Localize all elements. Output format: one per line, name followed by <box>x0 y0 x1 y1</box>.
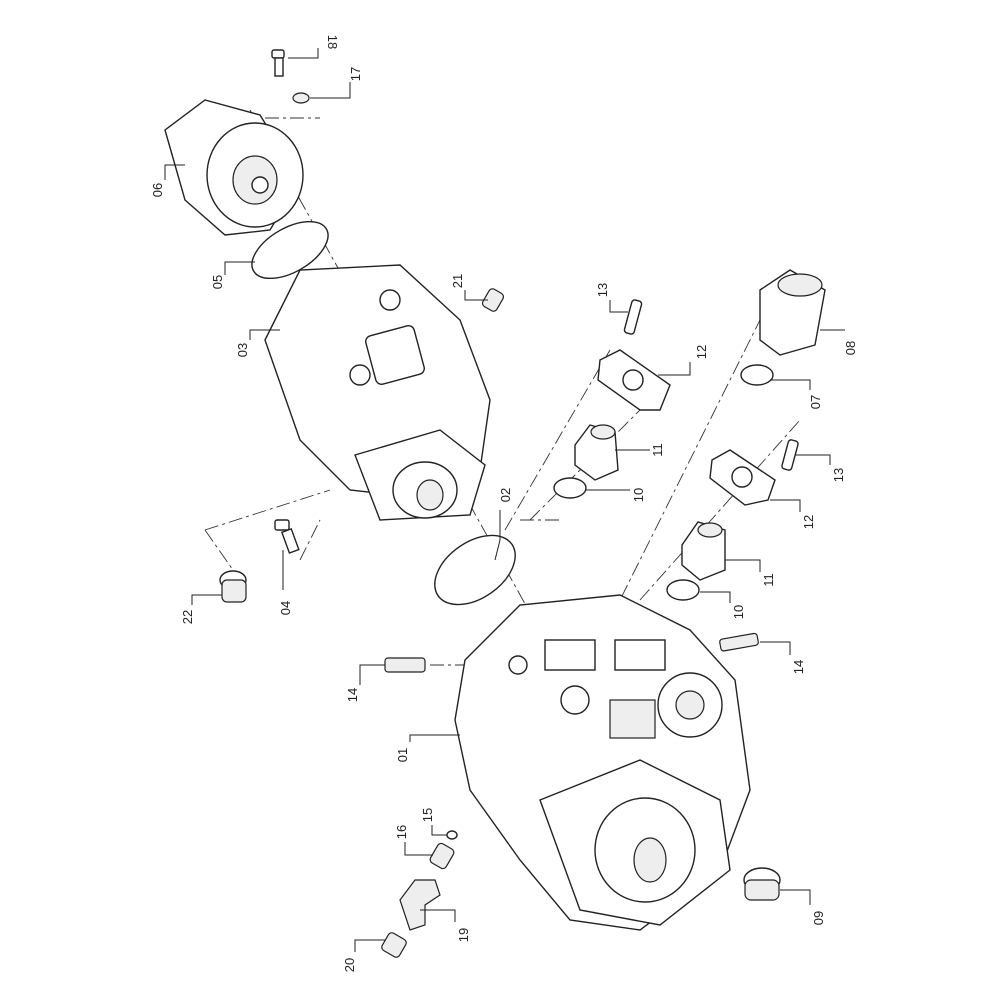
callout-14-left: 14 <box>345 688 360 702</box>
part-10-seal-upper[interactable] <box>553 477 587 499</box>
callout-17: 17 <box>348 67 363 81</box>
callout-14-right: 14 <box>791 660 806 674</box>
callout-13-upper: 13 <box>595 283 610 297</box>
callout-16: 16 <box>394 825 409 839</box>
part-05-o-ring[interactable] <box>243 210 338 290</box>
callout-02: 02 <box>498 488 513 502</box>
part-16-fitting[interactable] <box>429 842 456 870</box>
part-13-bolt-lower[interactable] <box>781 439 799 471</box>
callout-03: 03 <box>235 343 250 357</box>
part-12-flange-lower[interactable] <box>709 449 776 506</box>
part-10-seal-lower[interactable] <box>666 579 700 601</box>
part-04-bolt[interactable] <box>274 519 300 554</box>
callout-18: 18 <box>325 35 340 49</box>
callout-08: 08 <box>843 341 858 355</box>
part-15-seal-ring[interactable] <box>446 830 458 840</box>
callout-19: 19 <box>456 928 471 942</box>
callout-13-lower: 13 <box>831 468 846 482</box>
part-11-fitting-upper[interactable] <box>574 424 619 481</box>
callout-12-lower: 12 <box>801 515 816 529</box>
callout-11-upper: 11 <box>650 443 665 457</box>
part-09-plug[interactable] <box>743 867 781 901</box>
callout-09: 09 <box>811 911 826 925</box>
callout-21: 21 <box>450 274 465 288</box>
callout-labels: 18 17 06 05 03 21 13 12 08 07 11 10 02 1… <box>150 35 858 972</box>
callout-06: 06 <box>150 183 165 197</box>
callout-20: 20 <box>342 958 357 972</box>
part-19-elbow[interactable] <box>399 879 441 931</box>
callout-10-upper: 10 <box>631 488 646 502</box>
part-22-plug[interactable] <box>219 570 247 603</box>
part-01-main-pump[interactable] <box>454 594 751 931</box>
part-06-gear-pump[interactable] <box>164 99 304 236</box>
callout-12-upper: 12 <box>694 345 709 359</box>
part-18-bolt[interactable] <box>271 49 285 77</box>
part-02-o-ring[interactable] <box>422 521 528 618</box>
callout-10-lower: 10 <box>731 605 746 619</box>
part-13-bolt-upper[interactable] <box>623 299 643 335</box>
leader-lines <box>164 48 845 952</box>
callout-07: 07 <box>808 395 823 409</box>
part-03-pump-housing[interactable] <box>264 264 491 521</box>
part-20-nut[interactable] <box>380 931 407 958</box>
callout-22: 22 <box>180 610 195 624</box>
callout-11-lower: 11 <box>761 573 776 587</box>
part-14-sensor-right[interactable] <box>719 632 759 652</box>
part-12-flange-upper[interactable] <box>597 349 671 411</box>
part-11-fitting-lower[interactable] <box>681 521 726 581</box>
callout-01: 01 <box>395 748 410 762</box>
part-21-plug[interactable] <box>481 287 505 312</box>
part-17-washer[interactable] <box>292 92 310 104</box>
part-14-sensor-left[interactable] <box>384 657 426 673</box>
callout-05: 05 <box>210 275 225 289</box>
part-08-valve-cartridge[interactable] <box>759 269 826 356</box>
callout-04: 04 <box>278 601 293 615</box>
callout-15: 15 <box>420 808 435 822</box>
part-07-o-ring[interactable] <box>740 364 774 386</box>
